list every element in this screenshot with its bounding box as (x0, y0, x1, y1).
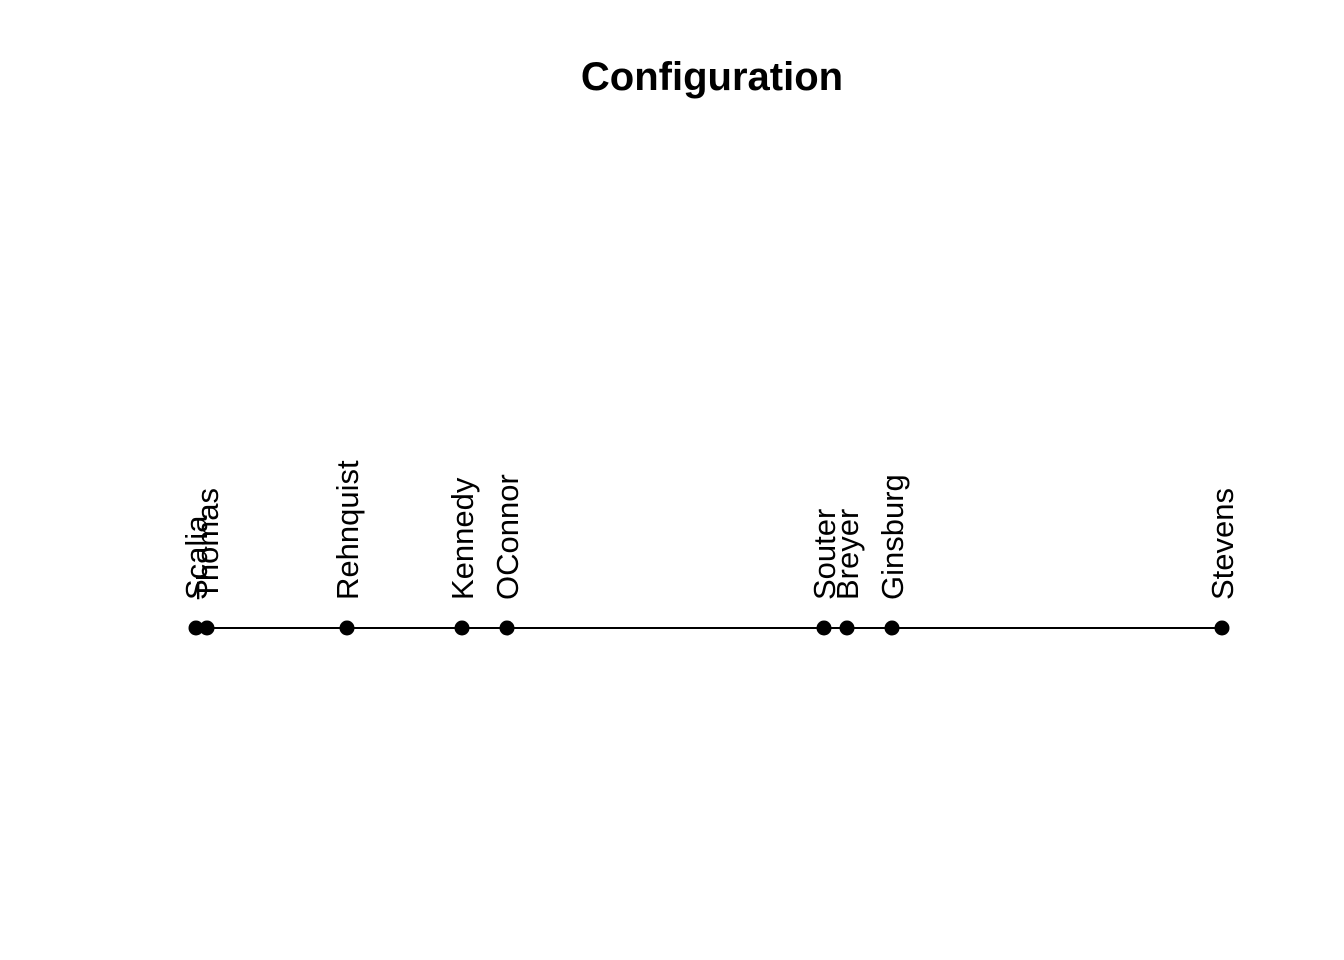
data-point-oconnor (499, 620, 515, 636)
data-point-rehnquist (339, 620, 355, 636)
point-label-rehnquist: Rehnquist (329, 460, 365, 600)
data-point-thomas (199, 620, 215, 636)
point-label-ginsburg: Ginsburg (874, 474, 910, 600)
data-point-ginsburg (884, 620, 900, 636)
point-label-kennedy: Kennedy (444, 477, 480, 600)
data-point-stevens (1214, 620, 1230, 636)
point-label-thomas: Thomas (189, 488, 225, 600)
chart-title: Configuration (580, 55, 844, 99)
data-point-breyer (839, 620, 855, 636)
point-label-breyer: Breyer (829, 508, 865, 600)
point-label-oconnor: OConnor (489, 474, 525, 600)
data-point-kennedy (454, 620, 470, 636)
data-point-souter (816, 620, 832, 636)
point-label-stevens: Stevens (1204, 487, 1240, 600)
configuration-line (196, 627, 1222, 629)
